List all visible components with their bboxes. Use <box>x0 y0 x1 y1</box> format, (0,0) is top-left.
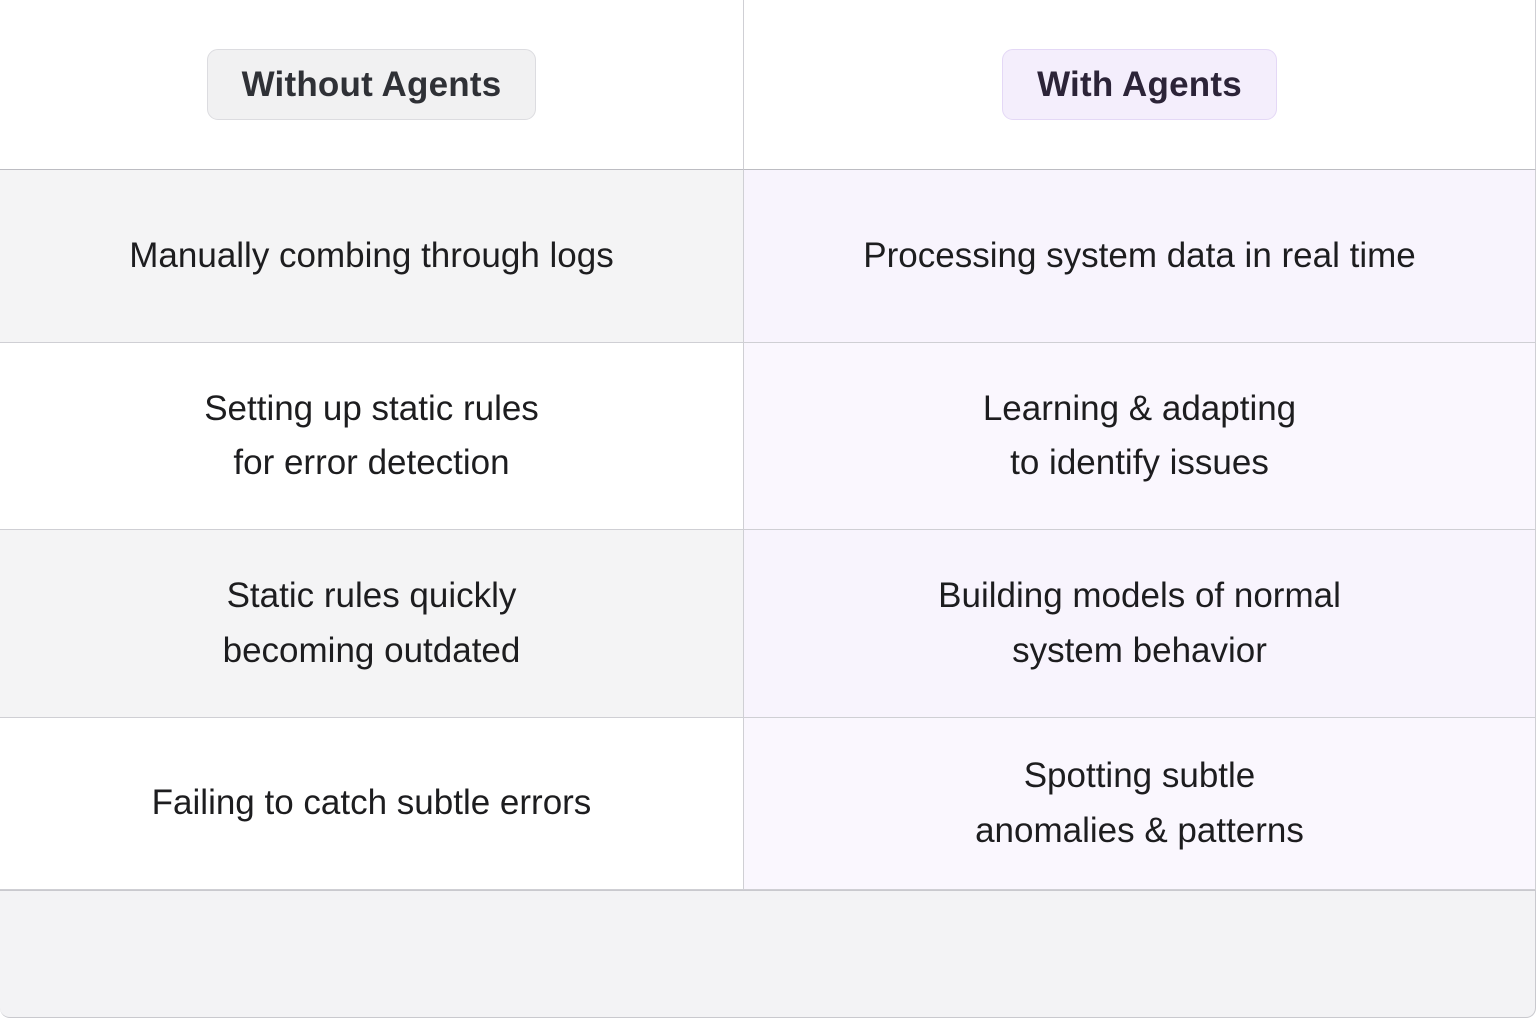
cell-with-agents-1: Processing system data in real time <box>863 235 1416 275</box>
table-row: Spotting subtle anomalies & patterns <box>744 718 1536 890</box>
cell-with-agents-3: Building models of normal system behavio… <box>938 576 1341 670</box>
header-cell-without-agents: Without Agents <box>0 0 744 170</box>
table-row: Learning & adapting to identify issues <box>744 343 1536 530</box>
table-row: Failing to catch subtle errors <box>0 718 744 890</box>
table-row: Processing system data in real time <box>744 170 1536 343</box>
comparison-grid: Without Agents With Agents Manually comb… <box>0 0 1536 890</box>
cell-with-agents-4: Spotting subtle anomalies & patterns <box>975 756 1304 850</box>
table-row: Manually combing through logs <box>0 170 744 343</box>
cell-with-agents-2: Learning & adapting to identify issues <box>982 388 1297 482</box>
cell-without-agents-3: Static rules quickly becoming outdated <box>222 576 521 670</box>
header-cell-with-agents: With Agents <box>744 0 1536 170</box>
table-footer <box>0 890 1536 1018</box>
table-bottom-edge <box>0 1019 1536 1024</box>
cell-without-agents-2: Setting up static rules for error detect… <box>204 388 539 482</box>
table-row: Building models of normal system behavio… <box>744 530 1536 718</box>
column-badge-without-agents: Without Agents <box>206 49 537 120</box>
cell-without-agents-1: Manually combing through logs <box>129 235 614 275</box>
table-row: Static rules quickly becoming outdated <box>0 530 744 718</box>
cell-without-agents-4: Failing to catch subtle errors <box>151 783 592 823</box>
table-row: Setting up static rules for error detect… <box>0 343 744 530</box>
column-badge-with-agents: With Agents <box>1002 49 1277 120</box>
